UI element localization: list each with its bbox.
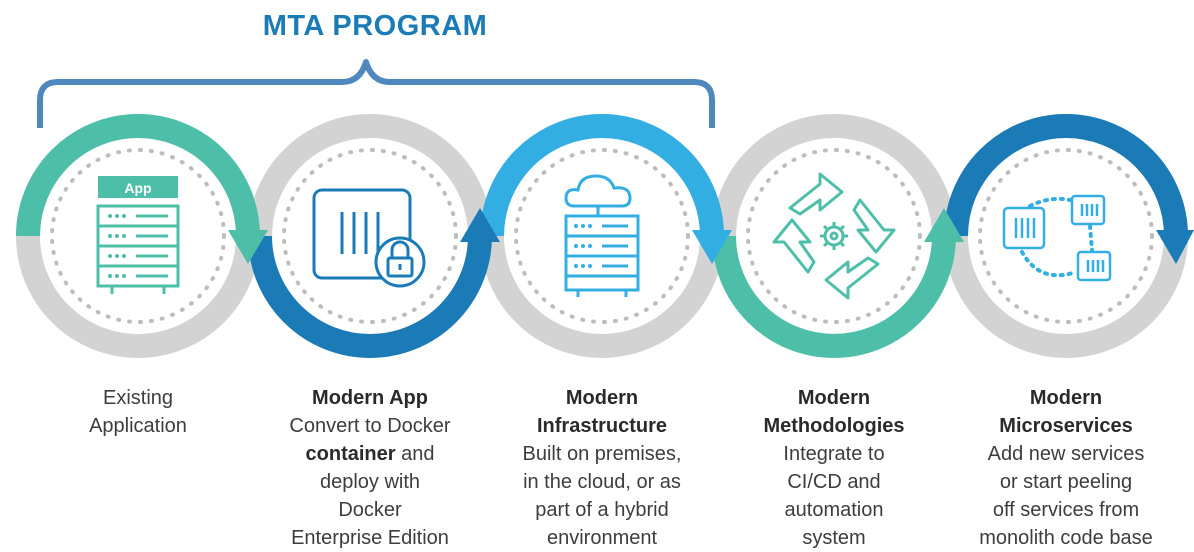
caption-body-line: CI/CD and [787,471,881,493]
caption-modern-app: Modern App Convert to Docker container a… [258,384,482,552]
caption-body-line: or start peeling [999,471,1133,493]
caption-heading: Infrastructure [536,415,668,437]
caption-body-line: automation [784,499,884,521]
caption-body-line: Enterprise Edition [291,527,449,549]
caption-body-line: Docker [338,499,402,521]
arrowhead-1 [228,230,268,264]
caption-modern-methodologies: Modern Methodologies Integrate to CI/CD … [722,384,946,552]
caption-body-line: off services from [992,499,1140,521]
caption-body-line: Add new services [987,443,1145,465]
arc-teal-1 [16,114,260,237]
caption-heading: Modern [1029,387,1103,409]
caption-body-line: part of a hybrid [535,499,669,521]
caption-body-line: deploy with [319,471,421,493]
arc-lightblue-3 [480,114,724,237]
caption-heading: Modern App [312,387,428,409]
caption-body-line: in the cloud, or as [523,471,681,493]
page-title: MTA PROGRAM [262,10,488,42]
arrowhead-2 [460,208,500,242]
arrowhead-5 [1156,230,1194,264]
server-app-icon: App [96,176,180,294]
dotted-circle-4 [746,148,922,324]
dotted-circle-2 [282,148,458,324]
caption-existing-application: Existing Application [26,384,250,440]
cycle-gear-icon [772,172,896,300]
arc-teal-4 [712,235,956,358]
caption-body-line: Application [89,415,187,437]
caption-heading: Microservices [999,415,1133,437]
caption-body-tail: and [395,443,435,465]
container-lock-icon [312,188,426,288]
program-bracket [37,59,715,128]
arc-blue-2 [248,235,492,358]
caption-body-line: environment [546,527,658,549]
arc-blue-5 [944,114,1188,237]
caption-body-line: Built on premises, [522,443,682,465]
app-label: App [124,180,151,196]
arrowhead-4 [924,208,964,242]
caption-modern-microservices: Modern Microservices Add new services or… [954,384,1178,552]
caption-heading: Methodologies [763,415,905,437]
caption-body-line: system [802,527,866,549]
caption-body-line: Existing [102,387,174,409]
microservices-icon [1002,194,1112,282]
caption-bold-word: container [305,443,396,465]
caption-body-line: Integrate to [783,443,885,465]
dotted-circle-5 [978,148,1154,324]
caption-body-line: monolith code base [979,527,1153,549]
dotted-circle-1 [50,148,226,324]
arrowhead-3 [692,230,732,264]
caption-heading: Modern [565,387,639,409]
caption-heading: Modern [797,387,871,409]
caption-body-line: container and [258,440,482,468]
caption-modern-infrastructure: Modern Infrastructure Built on premises,… [490,384,714,552]
dotted-circle-3 [514,148,690,324]
cloud-server-icon [564,174,640,297]
caption-body-line: Convert to Docker [289,415,451,437]
mta-diagram: App [16,59,1194,358]
